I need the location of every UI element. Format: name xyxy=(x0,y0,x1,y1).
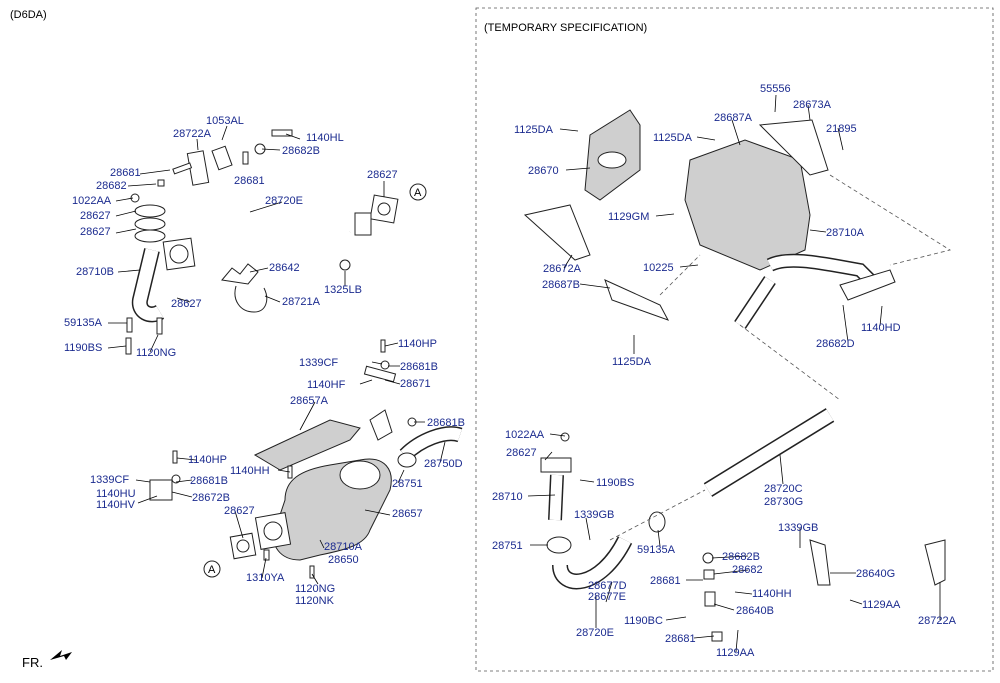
label-28640g: 28640G xyxy=(856,568,895,580)
label-1022aa-right: 1022AA xyxy=(505,429,545,441)
label-1129gm: 1129GM xyxy=(608,211,649,223)
label-28722a-right: 28722A xyxy=(918,615,957,627)
label-1140hl: 1140HL xyxy=(306,132,344,144)
label-1129aa-b: 1129AA xyxy=(716,647,755,659)
label-28682d: 28682D xyxy=(816,338,855,350)
label-1190bs-right: 1190BS xyxy=(596,477,634,489)
label-28627-a: 28627 xyxy=(80,210,111,222)
label-1325lb: 1325LB xyxy=(324,284,362,296)
label-28677d: 28677D xyxy=(588,580,627,592)
label-28627-b: 28627 xyxy=(80,226,111,238)
temporary-spec-drawing xyxy=(523,109,952,642)
temporary-spec-title: (TEMPORARY SPECIFICATION) xyxy=(484,22,647,34)
label-1339gb-b: 1339GB xyxy=(778,522,818,534)
label-28627-c: 28627 xyxy=(367,169,398,181)
label-1125da-a: 1125DA xyxy=(514,124,554,136)
label-1190bc: 1190BC xyxy=(624,615,663,627)
label-28682b: 28682B xyxy=(282,145,320,157)
label-28681b-b: 28681B xyxy=(427,417,465,429)
direction-label: FR. xyxy=(22,655,43,670)
model-code: (D6DA) xyxy=(10,9,47,21)
label-28722a: 28722A xyxy=(173,128,212,140)
label-28730g: 28730G xyxy=(764,496,803,508)
label-1339gb-a: 1339GB xyxy=(574,509,614,521)
label-28627-d: 28627 xyxy=(171,298,202,310)
label-28751: 28751 xyxy=(392,478,423,490)
direction-arrow-icon xyxy=(50,650,72,660)
label-59135a: 59135A xyxy=(64,317,103,329)
label-28750d: 28750D xyxy=(424,458,463,470)
labels-left: 1053AL 28722A 1140HL 28682B 28681 28682 … xyxy=(64,115,465,607)
label-1140hp-a: 1140HP xyxy=(398,338,437,350)
ref-marker-a-top: A xyxy=(414,187,422,199)
front-pipe-drawing: A xyxy=(125,129,427,355)
label-28673a: 28673A xyxy=(793,99,832,111)
label-1339cf-b: 1339CF xyxy=(90,474,129,486)
temporary-spec-frame xyxy=(475,7,994,672)
label-1310ya: 1310YA xyxy=(246,572,285,584)
label-1022aa: 1022AA xyxy=(72,195,112,207)
label-28710b: 28710B xyxy=(76,266,114,278)
leader-lines-left xyxy=(107,125,446,585)
label-28720e: 28720E xyxy=(265,195,303,207)
labels-right: 55556 28673A 21895 1125DA 28687A 1125DA … xyxy=(492,83,957,659)
label-1140hv: 1140HV xyxy=(96,499,136,511)
label-55556: 55556 xyxy=(760,83,791,95)
label-1140hp-b: 1140HP xyxy=(188,454,227,466)
label-10225: 10225 xyxy=(643,262,674,274)
label-1125da-c: 1125DA xyxy=(612,356,652,368)
label-1190bs: 1190BS xyxy=(64,342,102,354)
label-28681-right-a: 28681 xyxy=(650,575,681,587)
label-28671: 28671 xyxy=(400,378,431,390)
label-1129aa-a: 1129AA xyxy=(862,599,901,611)
label-28627-e: 28627 xyxy=(224,505,255,517)
label-28710: 28710 xyxy=(492,491,523,503)
label-28681-b: 28681 xyxy=(110,167,141,179)
label-1140hh-right: 1140HH xyxy=(752,588,792,600)
label-1120ng-a: 1120NG xyxy=(136,347,176,359)
label-1140hf: 1140HF xyxy=(307,379,346,391)
label-28751-right: 28751 xyxy=(492,540,523,552)
label-59135a-right: 59135A xyxy=(637,544,676,556)
label-1140hu: 1140HU xyxy=(96,488,136,500)
label-28681b-c: 28681B xyxy=(190,475,228,487)
label-28672b: 28672B xyxy=(192,492,230,504)
dpf-assembly-drawing: A xyxy=(149,339,463,579)
label-1140hh: 1140HH xyxy=(230,465,270,477)
leader-lines-right xyxy=(527,94,941,653)
label-28720e-right: 28720E xyxy=(576,627,614,639)
label-28650: 28650 xyxy=(328,554,359,566)
label-28710a-left: 28710A xyxy=(324,541,363,553)
label-1120ng-b: 1120NG xyxy=(295,583,335,595)
label-28681-right-b: 28681 xyxy=(665,633,696,645)
label-21895: 21895 xyxy=(826,123,857,135)
label-28642: 28642 xyxy=(269,262,300,274)
label-1140hd: 1140HD xyxy=(861,322,901,334)
label-28640b: 28640B xyxy=(736,605,774,617)
label-28682-right: 28682 xyxy=(732,564,763,576)
label-1339cf-a: 1339CF xyxy=(299,357,338,369)
label-28720c: 28720C xyxy=(764,483,803,495)
label-28627-right: 28627 xyxy=(506,447,537,459)
label-28677e: 28677E xyxy=(588,591,626,603)
label-28657: 28657 xyxy=(392,508,423,520)
label-1120nk: 1120NK xyxy=(295,595,335,607)
label-28687a: 28687A xyxy=(714,112,753,124)
ref-marker-a-bottom: A xyxy=(208,564,216,576)
label-28687b: 28687B xyxy=(542,279,580,291)
label-28681-a: 28681 xyxy=(234,175,265,187)
label-28682b-right: 28682B xyxy=(722,551,760,563)
label-28721a: 28721A xyxy=(282,296,321,308)
label-28710a-right: 28710A xyxy=(826,227,865,239)
label-28682: 28682 xyxy=(96,180,127,192)
label-28670: 28670 xyxy=(528,165,559,177)
label-28681b-a: 28681B xyxy=(400,361,438,373)
label-1125da-b: 1125DA xyxy=(653,132,693,144)
label-28672a: 28672A xyxy=(543,263,582,275)
label-1053al: 1053AL xyxy=(206,115,244,127)
label-28657a: 28657A xyxy=(290,395,329,407)
